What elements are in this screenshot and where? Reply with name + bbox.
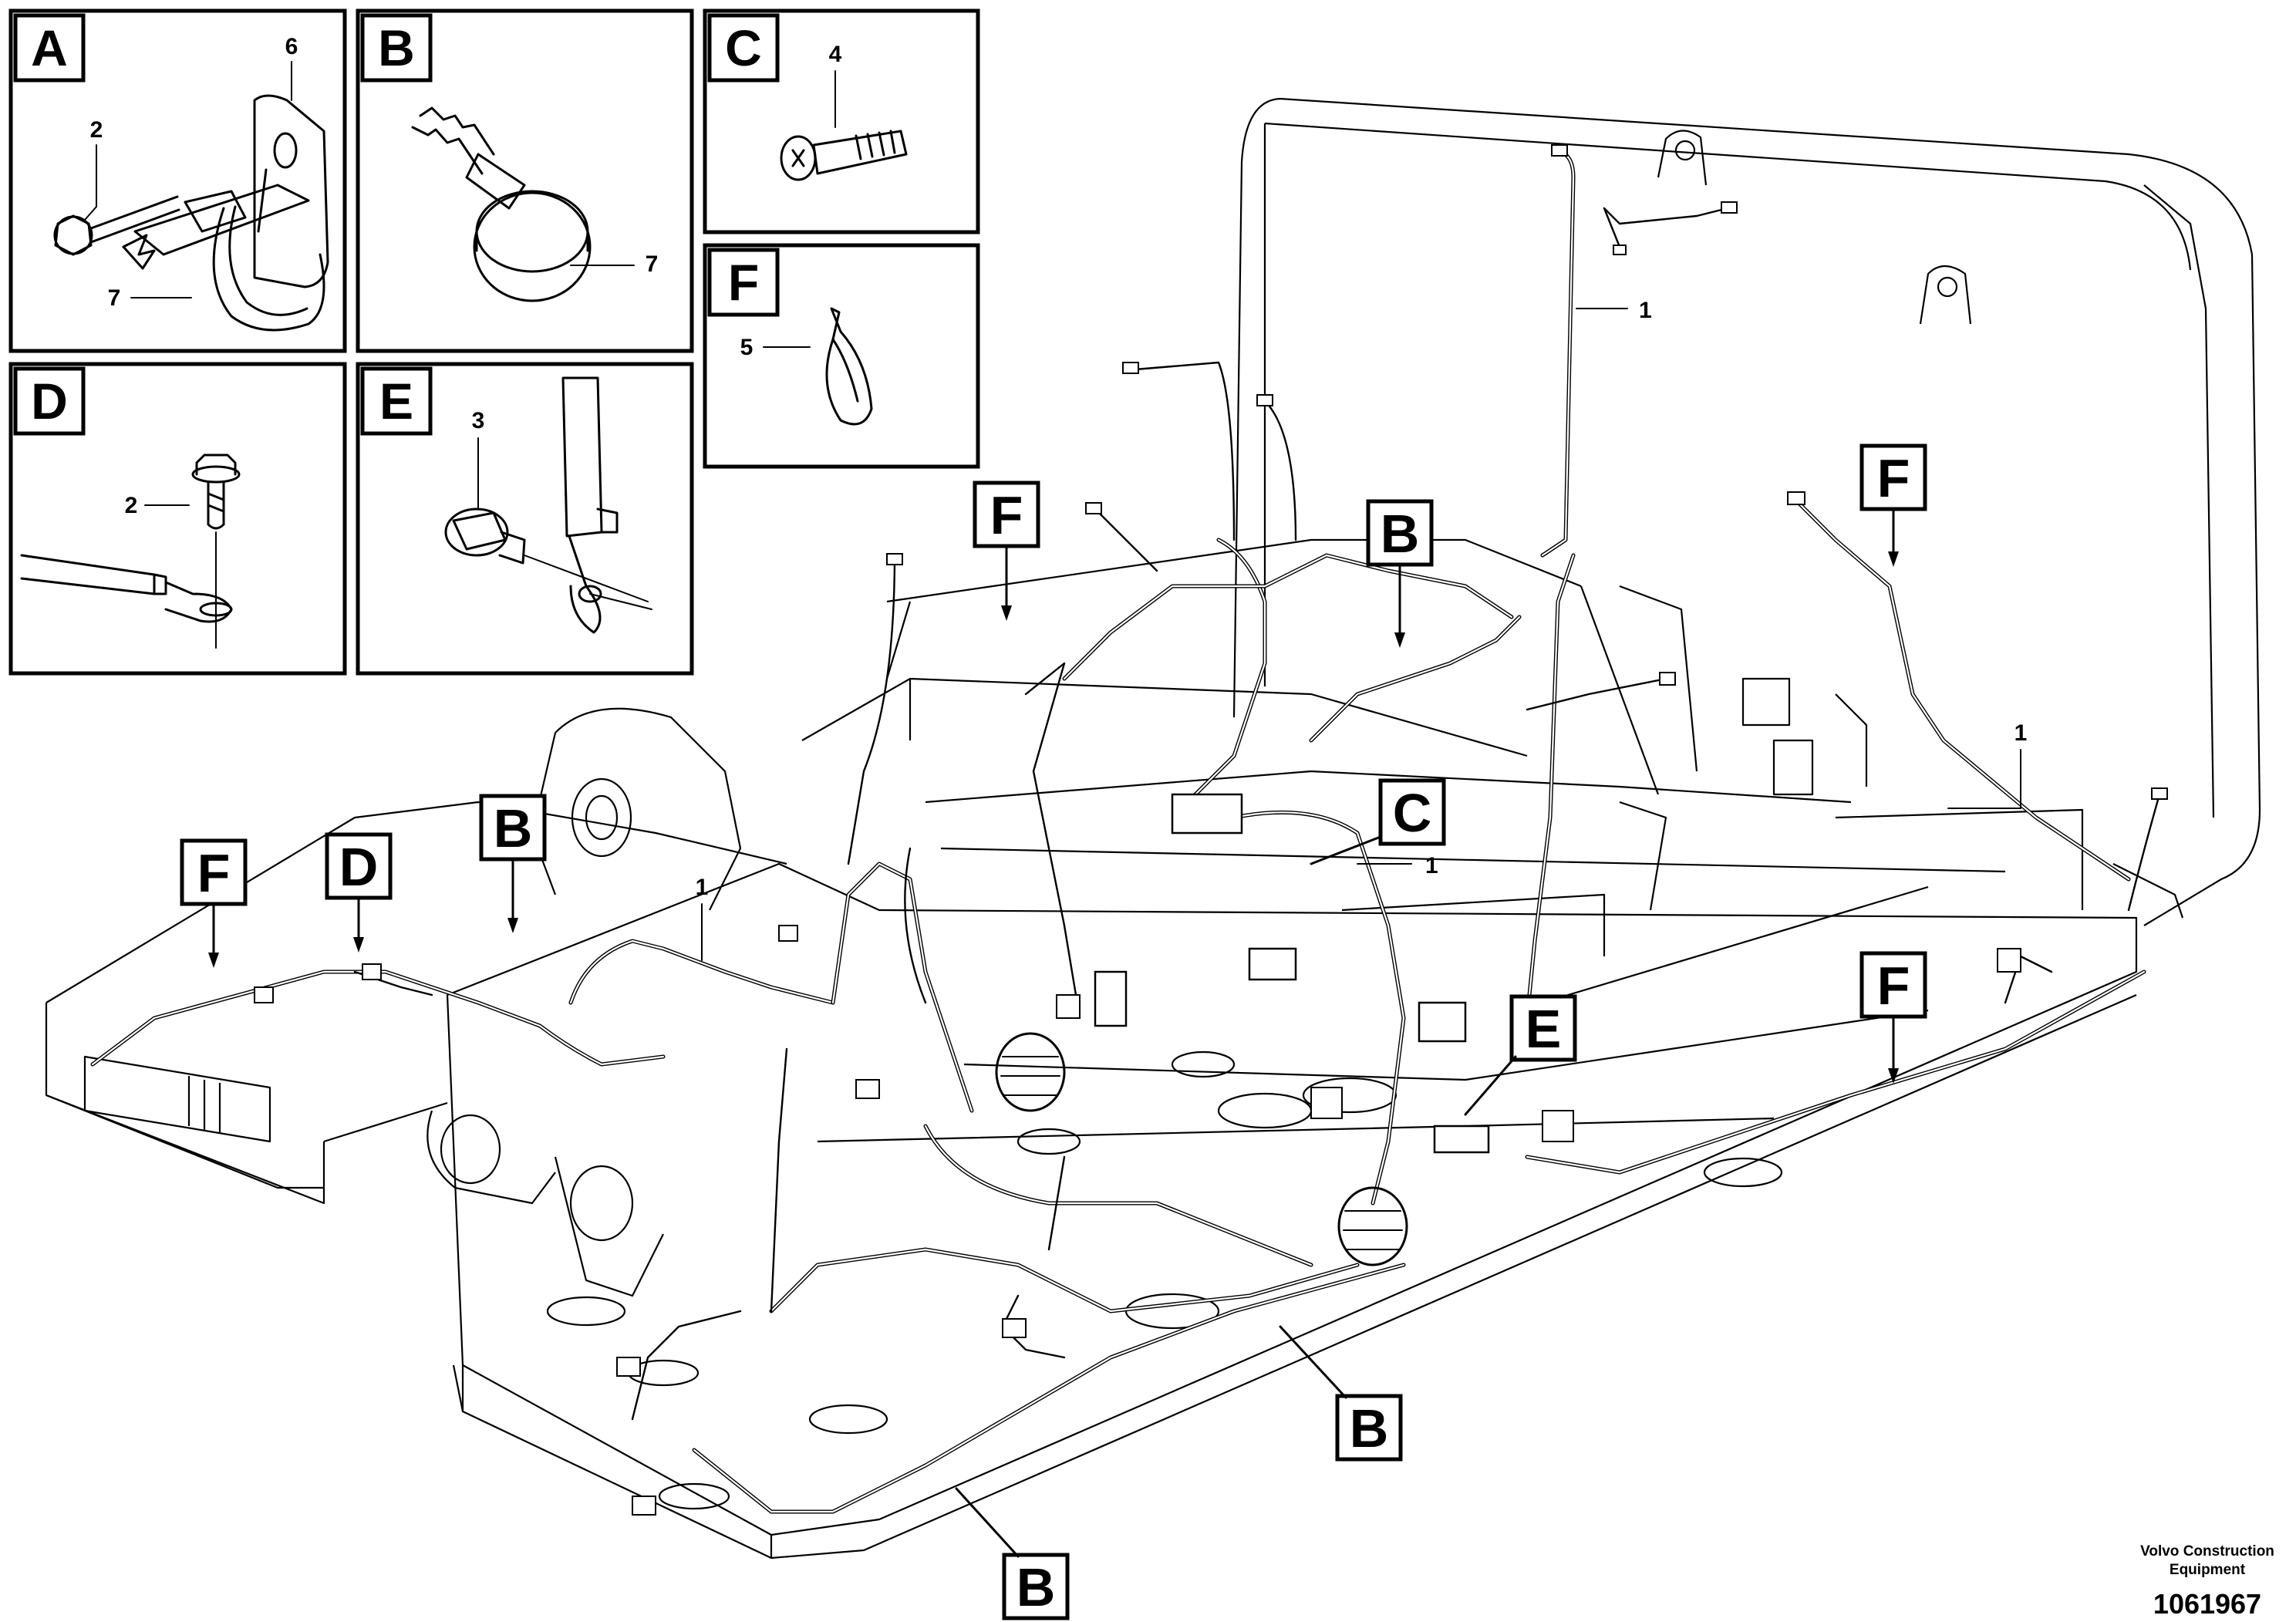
wiring-harness	[90, 144, 2168, 1516]
callout-d-left: D	[325, 832, 393, 953]
bracket-with-tie-illustration	[53, 94, 329, 332]
harness-label-upper-right: 1	[1576, 298, 1652, 323]
panel-a-item-7: 7	[108, 285, 121, 311]
panel-f-item-5: 5	[740, 335, 754, 360]
upper-frame-outline	[45, 97, 2261, 1560]
panel-d-letter: D	[31, 373, 68, 430]
harness-label-center: 1	[1357, 853, 1438, 878]
drawing-number: 1061967	[2153, 1588, 2261, 1620]
callout-b-bottom: B	[955, 1487, 1070, 1620]
harness-label-1-d: 1	[1425, 853, 1438, 878]
screw-illustration	[780, 130, 908, 181]
detail-panel-f: F 5	[703, 243, 980, 469]
callout-f-top-left-letter: F	[990, 485, 1023, 545]
callout-f-right: F	[1859, 951, 1927, 1084]
cable-tie-loop-illustration	[411, 106, 592, 302]
callout-f-left-letter: F	[197, 843, 231, 903]
harness-label-1-b: 1	[2014, 720, 2028, 746]
bolt-ring-terminal-illustration	[20, 454, 241, 649]
callout-b-top: B	[1366, 499, 1434, 648]
panel-c-letter: C	[725, 19, 762, 76]
panel-b-letter: B	[378, 19, 415, 76]
callout-b-left: B	[479, 794, 547, 933]
company-name-line2: Equipment	[2170, 1562, 2246, 1578]
detail-panel-b: B 7	[356, 8, 694, 353]
panel-e-item-3: 3	[472, 408, 485, 433]
strap-tie-illustration	[825, 307, 873, 426]
callout-b-bottom-right-letter: B	[1350, 1398, 1389, 1458]
harness-label-1-c: 1	[696, 875, 709, 900]
callout-f-top-left: F	[973, 481, 1040, 621]
callout-b-left-letter: B	[494, 798, 533, 858]
panel-a-letter: A	[31, 19, 68, 76]
harness-label-left: 1	[696, 875, 709, 961]
bolt-cable-lug-illustration	[444, 376, 652, 634]
detail-panel-d: D 2	[8, 362, 347, 676]
detail-panel-a: A 6 2 7	[8, 8, 347, 353]
detail-panel-c: C 4	[703, 8, 980, 234]
callout-c-center: C	[1310, 778, 1446, 865]
harness-label-1-a: 1	[1639, 298, 1652, 323]
harness-label-right: 1	[1947, 720, 2028, 809]
panel-a-item-2: 2	[90, 117, 103, 143]
callout-f-left: F	[180, 838, 248, 968]
panel-b-item-7: 7	[646, 251, 659, 277]
callout-b-bottom-letter: B	[1017, 1557, 1056, 1617]
callout-c-center-letter: C	[1393, 783, 1432, 843]
callout-e-center-letter: E	[1526, 999, 1562, 1059]
callout-f-right-letter: F	[1877, 956, 1910, 1016]
callout-b-bottom-right: B	[1279, 1325, 1403, 1462]
callout-d-left-letter: D	[339, 837, 379, 897]
panel-c-item-4: 4	[829, 42, 842, 67]
drawing-footer: Volvo Construction Equipment 1061967	[2140, 1543, 2274, 1620]
company-name-line1: Volvo Construction	[2140, 1543, 2274, 1560]
callout-b-top-letter: B	[1381, 504, 1420, 564]
panel-e-letter: E	[379, 373, 413, 430]
panel-a-item-6: 6	[285, 34, 298, 59]
callout-f-top-right-letter: F	[1877, 448, 1910, 508]
panel-f-letter: F	[728, 254, 759, 311]
detail-panel-e: E 3	[356, 362, 694, 676]
panel-d-item-2: 2	[125, 493, 138, 518]
callout-f-top-right: F	[1859, 443, 1927, 567]
callout-e-center: E	[1464, 994, 1577, 1116]
